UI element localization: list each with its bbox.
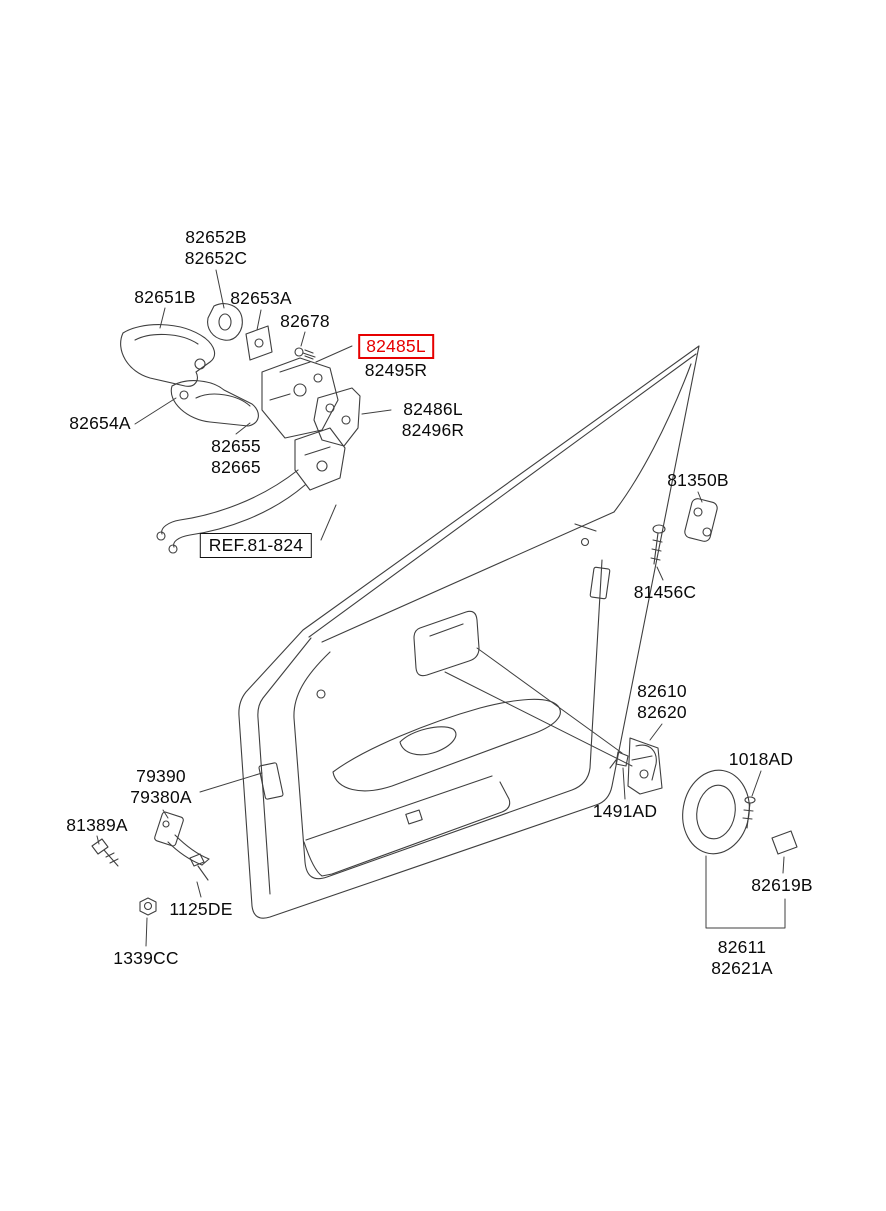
part-number: 82620 <box>637 702 687 722</box>
checker-bolt-drawing <box>91 838 119 867</box>
checker-screw-drawing <box>189 853 209 881</box>
label-checker-nut: 1339CC <box>113 948 178 969</box>
label-ref-note: REF.81-824 <box>199 533 313 558</box>
part-number: 81456C <box>633 582 697 602</box>
highlighted-part-number: 82485L <box>366 336 426 356</box>
label-latch-bracket: 82486L 82496R <box>402 399 465 441</box>
part-number: 1339CC <box>113 948 179 968</box>
label-outside-handle-cover: 82652B 82652C <box>185 227 248 269</box>
part-number: 1018AD <box>728 749 794 769</box>
checker-nut-drawing <box>139 897 157 916</box>
part-number: 82486L <box>403 399 463 419</box>
inside-handle-drawing <box>627 737 663 795</box>
latch-bracket-drawing <box>313 387 361 447</box>
label-latch-left-highlighted[interactable]: 82485L <box>358 334 434 359</box>
label-striker-screw: 81456C <box>634 582 697 603</box>
label-outside-handle: 82651B <box>134 287 196 308</box>
handle-cover-gasket-drawing <box>207 303 243 341</box>
part-number: 82678 <box>280 311 330 331</box>
part-number: 79390 <box>136 766 186 786</box>
part-number: 82495R <box>364 360 428 380</box>
part-number: 82651B <box>134 287 196 307</box>
label-inside-handle: 82610 82620 <box>637 681 687 723</box>
part-number: 82654A <box>69 413 131 433</box>
label-bezel-screw: 1018AD <box>729 749 793 770</box>
handle-pad-drawing <box>245 325 273 361</box>
door-checker-drawing <box>154 811 210 866</box>
part-number: 1491AD <box>592 801 658 821</box>
label-handle-base: 82654A <box>69 413 131 434</box>
label-screw-82678: 82678 <box>280 311 330 332</box>
label-door-checker: 79390 79380A <box>130 766 192 808</box>
part-number: 79380A <box>130 787 192 807</box>
part-number: 82496R <box>401 420 465 440</box>
part-number: 82652B <box>185 227 247 247</box>
part-number: 82610 <box>637 681 687 701</box>
bezel-cap-drawing <box>771 830 798 855</box>
handle-base-drawing <box>170 380 259 427</box>
label-handle-clip: 1491AD <box>593 801 657 822</box>
leader-lines <box>96 269 786 947</box>
label-striker: 81350B <box>667 470 729 491</box>
striker-screw-drawing <box>650 524 666 565</box>
part-number: 82619B <box>751 875 813 895</box>
part-number: 82611 <box>717 937 767 957</box>
label-bezel-housing: 82611 82621A <box>711 937 773 979</box>
part-number: 81350B <box>667 470 729 490</box>
label-checker-screw: 1125DE <box>169 899 232 920</box>
label-handle-pad: 82653A <box>230 288 292 309</box>
door-latch-drawing <box>261 357 346 491</box>
bezel-screw-drawing <box>742 796 756 829</box>
reference-text: REF.81-824 <box>208 535 304 555</box>
part-number: 82655 <box>211 436 261 456</box>
label-checker-bolt: 81389A <box>66 815 128 836</box>
striker-drawing <box>684 498 718 542</box>
screw-82678-drawing <box>294 347 316 360</box>
part-number: 82621A <box>711 958 773 978</box>
part-number: 82653A <box>230 288 292 308</box>
label-handle-base-pad: 82655 82665 <box>211 436 261 478</box>
label-bezel-cap: 82619B <box>751 875 813 896</box>
part-number: 82665 <box>211 457 261 477</box>
door-panel-drawing <box>238 345 700 919</box>
handle-clip-drawing <box>609 751 629 769</box>
part-number: 81389A <box>66 815 128 835</box>
outside-door-handle-drawing <box>120 324 216 387</box>
bezel-drawing <box>682 769 750 855</box>
label-latch-right: 82495R <box>365 360 428 381</box>
latch-cables-drawing <box>156 469 306 554</box>
part-number: 82652C <box>184 248 248 268</box>
part-number: 1125DE <box>169 899 233 919</box>
